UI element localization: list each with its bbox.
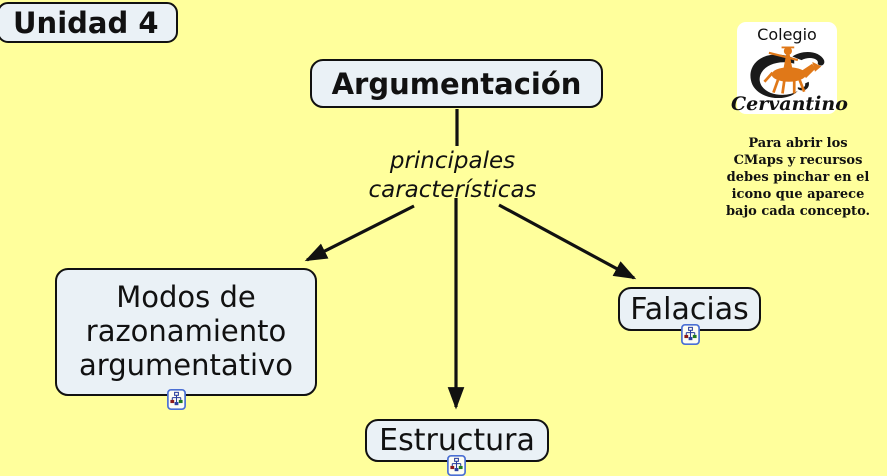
concept-node-modos-de-razonamiento[interactable]: Modos de razonamiento argumentativo: [55, 268, 317, 396]
concept-node-falacias[interactable]: Falacias: [618, 287, 761, 331]
colegio-cervantino-logo: Colegio Cervantino: [731, 22, 848, 114]
linking-phrase: principales características: [368, 148, 537, 203]
concept-label: Modos de razonamiento argumentativo: [79, 280, 293, 382]
concept-label: Estructura: [379, 423, 535, 458]
logo-colegio-label: Colegio: [757, 25, 817, 44]
unit-title-label: Unidad 4: [13, 5, 159, 40]
unit-title-box: Unidad 4: [0, 2, 178, 43]
instructions-text: Para abrir los CMaps y recursos debes pi…: [725, 136, 871, 219]
cmap-resource-icon[interactable]: [681, 324, 700, 345]
cmap-resource-icon[interactable]: [447, 455, 466, 476]
logo-cervantino-label: Cervantino: [731, 93, 848, 115]
concept-label: Argumentación: [331, 66, 582, 101]
concept-node-argumentacion[interactable]: Argumentación: [310, 59, 603, 108]
concept-label: Falacias: [630, 291, 749, 327]
don-quixote-horse-icon: [750, 46, 825, 98]
concept-node-estructura[interactable]: Estructura: [365, 419, 549, 462]
cmap-resource-icon[interactable]: [167, 389, 186, 410]
